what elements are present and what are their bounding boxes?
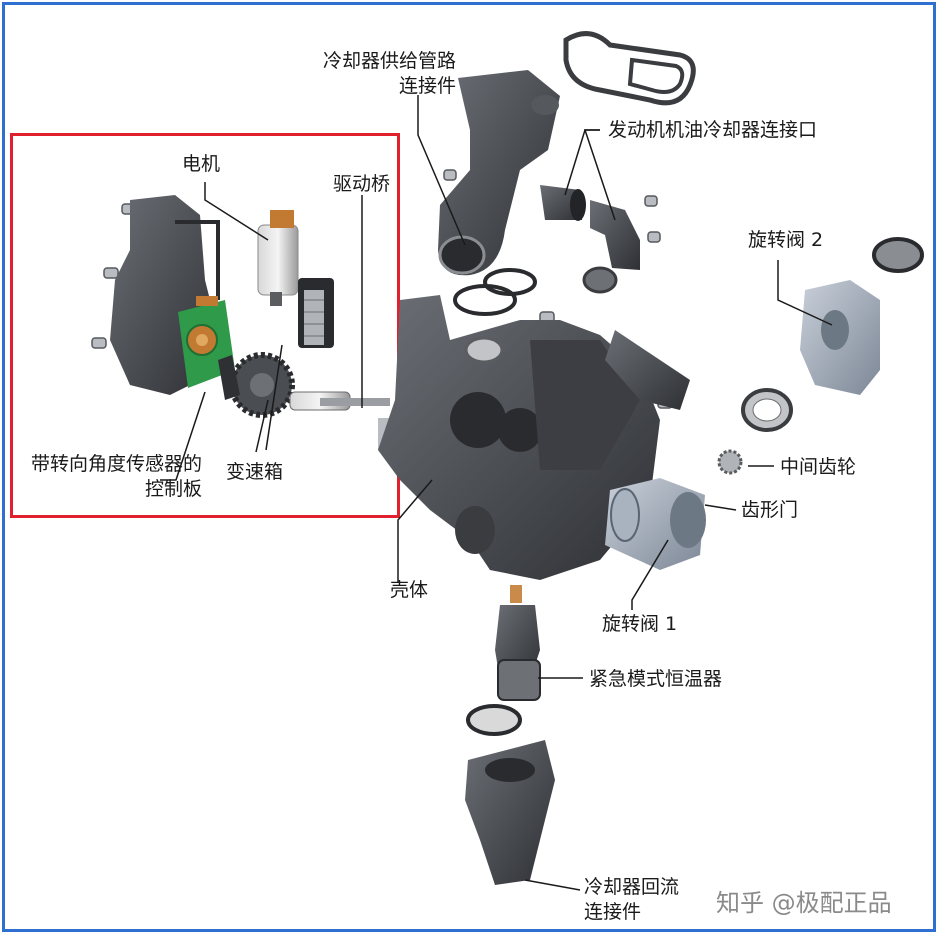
label-cooler-supply-line2: 连接件 xyxy=(398,75,456,97)
label-motor: 电机 xyxy=(182,153,221,175)
intermediate-gear xyxy=(717,449,743,475)
label-rotary-valve-2: 旋转阀 2 xyxy=(748,229,824,251)
label-intermediate-gear: 中间齿轮 xyxy=(780,456,857,478)
drive-axle xyxy=(289,391,394,450)
gasket-seal xyxy=(563,31,696,106)
label-control-board-line1: 带转向角度传感器的 xyxy=(30,453,202,475)
label-rotary-valve-1: 旋转阀 1 xyxy=(602,613,678,635)
label-drive-bridge: 驱动桥 xyxy=(333,173,391,195)
label-toothed-door: 齿形门 xyxy=(741,499,799,521)
mounting-bracket xyxy=(605,330,690,410)
rotary-valve-2 xyxy=(800,237,924,395)
watermark: 知乎 @极配正品 xyxy=(716,889,892,917)
drive-shaft-gear xyxy=(298,278,334,348)
actuator-highlight-box xyxy=(10,133,400,518)
o-rings xyxy=(453,268,537,316)
leader-lines xyxy=(160,95,833,891)
rotary-valve-1 xyxy=(605,478,706,570)
oil-cooler-port-parts xyxy=(540,185,640,294)
label-oil-cooler-port: 发动机机油冷却器连接口 xyxy=(608,119,818,141)
gearbox-large-gear xyxy=(218,352,295,418)
label-cooler-return-line2: 连接件 xyxy=(584,901,642,923)
main-housing xyxy=(378,295,660,580)
label-cooler-return-line1: 冷却器回流 xyxy=(584,876,680,898)
label-emergency-thermostat: 紧急模式恒温器 xyxy=(589,668,723,690)
cooler-supply-connector xyxy=(438,70,560,276)
cooler-return-connector xyxy=(465,704,555,885)
label-gearbox: 变速箱 xyxy=(226,461,284,483)
emergency-thermostat xyxy=(495,585,541,701)
label-cooler-supply-line1: 冷却器供给管路 xyxy=(322,50,456,72)
label-control-board-line2: 控制板 xyxy=(144,478,202,500)
motor xyxy=(257,210,299,306)
bearing-ring xyxy=(741,388,793,432)
label-housing: 壳体 xyxy=(390,579,429,601)
thermostat-spring xyxy=(464,336,504,364)
